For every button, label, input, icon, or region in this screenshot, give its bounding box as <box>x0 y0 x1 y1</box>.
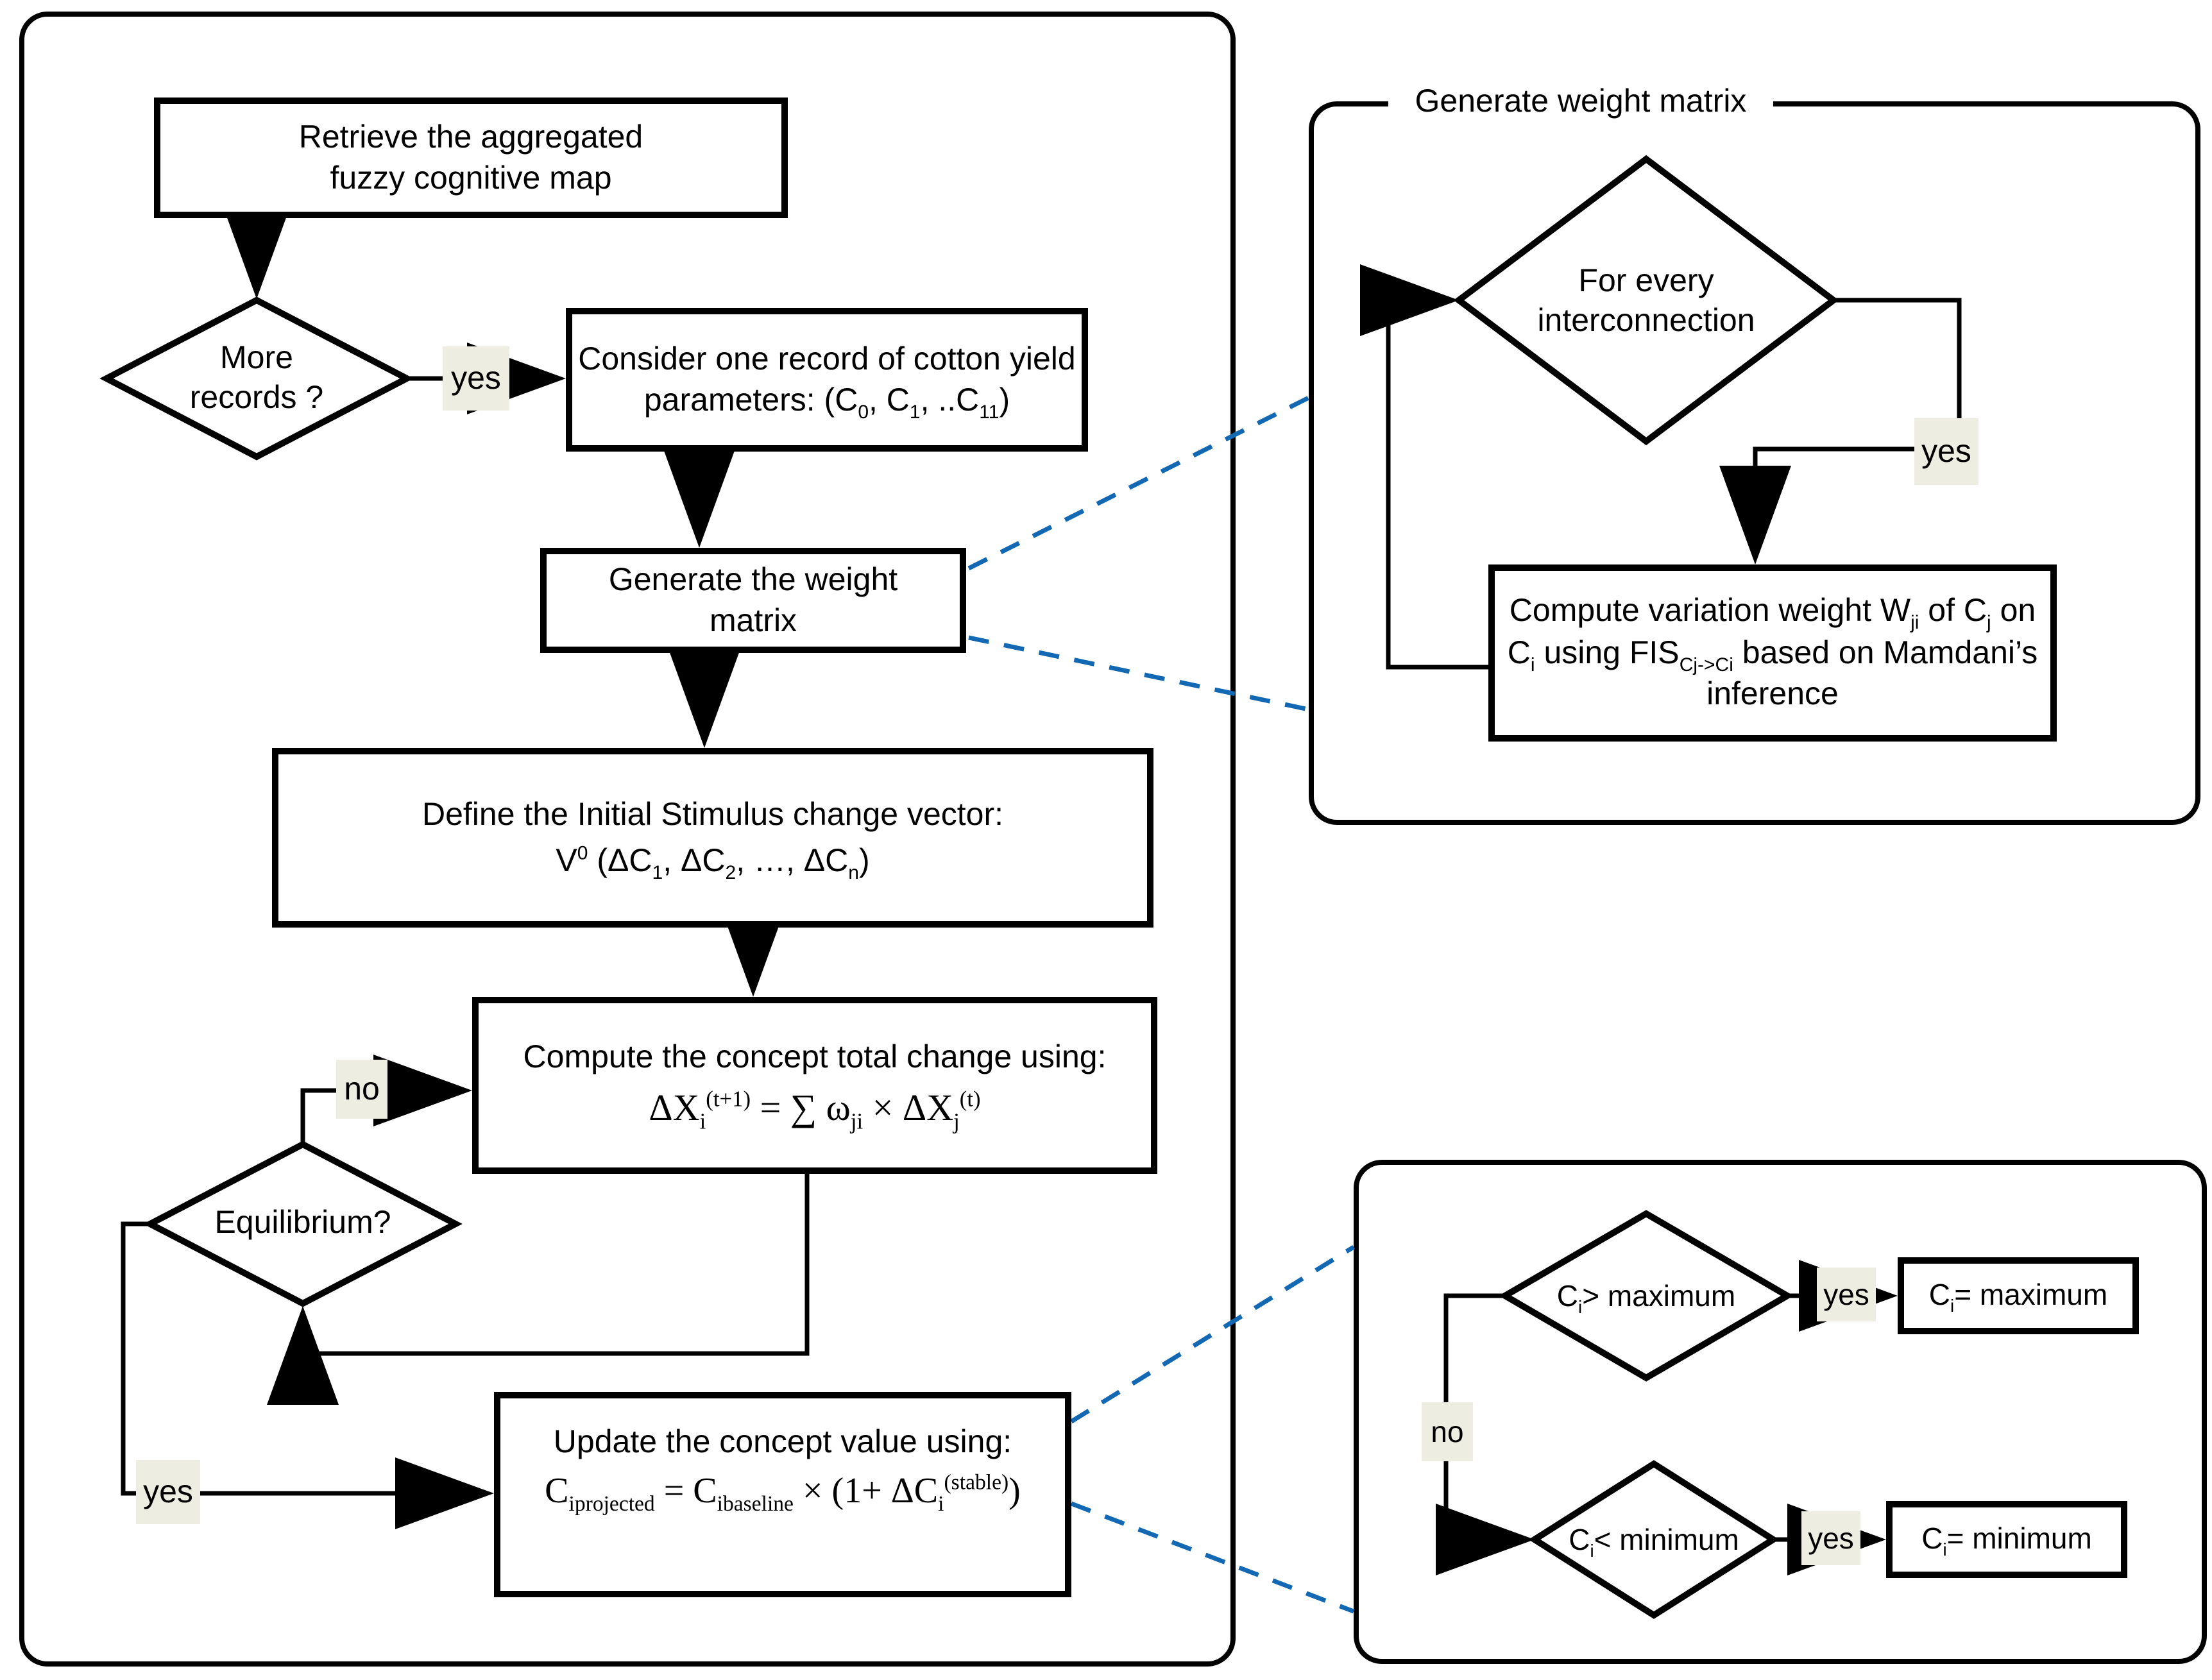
ci-gt-maximum-diamond <box>1499 1210 1794 1382</box>
retrieve-label: Retrieve the aggregated fuzzy cognitive … <box>298 119 643 196</box>
line-forevery-to-yes <box>1833 298 1962 423</box>
ci-lt-minimum-label: Ci< minimum <box>1526 1511 1782 1568</box>
define-vector-formula: V0 (ΔC1, ΔC2, …, ΔCn) <box>556 842 870 884</box>
loop-compute-variation-to-forevery <box>1360 264 1488 670</box>
no-maximum-tag: no <box>1422 1402 1473 1461</box>
callout-update-to-clamp-lower <box>1070 1501 1355 1614</box>
for-every-label: For every interconnection <box>1511 259 1781 344</box>
more-records-label: More records ? <box>173 336 340 421</box>
arrow-equilibrium-no-to-compute <box>300 1055 472 1144</box>
ci-eq-maximum-box: Ci= maximum <box>1898 1257 2139 1334</box>
yes-more-records-tag: yes <box>443 346 509 411</box>
yes-maximum-tag: yes <box>1817 1268 1876 1321</box>
for-every-text: For every interconnection <box>1537 262 1755 339</box>
yes-equilibrium-tag: yes <box>136 1460 200 1524</box>
update-value-formula: Ciprojected = Cibaseline × (1+ ΔCi(stabl… <box>545 1469 1021 1516</box>
consider-record-label: Consider one record of cotton yield para… <box>578 341 1076 423</box>
define-vector-line1: Define the Initial Stimulus change vecto… <box>421 796 1003 832</box>
ci-eq-maximum-label: Ci= maximum <box>1928 1278 2108 1316</box>
yes-minimum-tag: yes <box>1801 1511 1860 1565</box>
generate-weight-box: Generate the weight matrix <box>540 548 966 653</box>
more-records-diamond <box>99 296 414 461</box>
feedback-compute-to-equilibrium <box>267 1174 810 1405</box>
callout-generate-to-panel-upper <box>967 395 1310 571</box>
ci-lt-minimum-text: Ci< minimum <box>1569 1522 1739 1561</box>
clamp-panel <box>1354 1160 2207 1664</box>
main-flow-panel <box>19 12 1236 1667</box>
ci-eq-minimum-label: Ci= minimum <box>1921 1522 2092 1560</box>
callout-generate-to-panel-lower <box>968 635 1309 712</box>
yes-interconnection-tag: yes <box>1914 418 1978 485</box>
compute-change-formula: ΔXi(t+1) = ∑ ωji × ΔXj(t) <box>649 1086 981 1135</box>
ci-lt-minimum-diamond <box>1528 1460 1780 1619</box>
compute-variation-label: Compute variation weight Wji of Cj on Ci… <box>1507 593 2038 713</box>
compute-change-line1: Compute the concept total change using: <box>523 1039 1107 1075</box>
arrow-yes-to-compute-variation <box>1719 446 1914 564</box>
compute-variation-box: Compute variation weight Wji of Cj on Ci… <box>1488 564 2057 742</box>
ci-eq-minimum-box: Ci= minimum <box>1886 1501 2127 1578</box>
equilibrium-text: Equilibrium? <box>214 1205 391 1241</box>
consider-record-box: Consider one record of cotton yield para… <box>566 308 1088 452</box>
arrow-equilibrium-yes-to-update <box>121 1221 494 1529</box>
callout-update-to-clamp-upper <box>1070 1245 1355 1423</box>
ci-gt-maximum-text: Ci> maximum <box>1556 1278 1736 1317</box>
for-every-interconnection-diamond <box>1453 155 1839 446</box>
compute-change-box: Compute the concept total change using: … <box>472 997 1157 1174</box>
update-value-line1: Update the concept value using: <box>553 1424 1012 1460</box>
define-vector-box: Define the Initial Stimulus change vecto… <box>272 748 1153 928</box>
more-records-text: More records ? <box>189 339 324 416</box>
generate-weight-label: Generate the weight matrix <box>608 561 898 639</box>
equilibrium-label: Equilibrium? <box>174 1196 431 1252</box>
ci-gt-maximum-label: Ci> maximum <box>1518 1268 1774 1324</box>
weight-panel-title: Generate weight matrix <box>1388 76 1773 127</box>
update-value-box: Update the concept value using: Ciprojec… <box>494 1392 1071 1597</box>
no-equilibrium-tag: no <box>336 1060 387 1119</box>
equilibrium-diamond <box>143 1141 463 1307</box>
retrieve-box: Retrieve the aggregated fuzzy cognitive … <box>154 98 788 218</box>
